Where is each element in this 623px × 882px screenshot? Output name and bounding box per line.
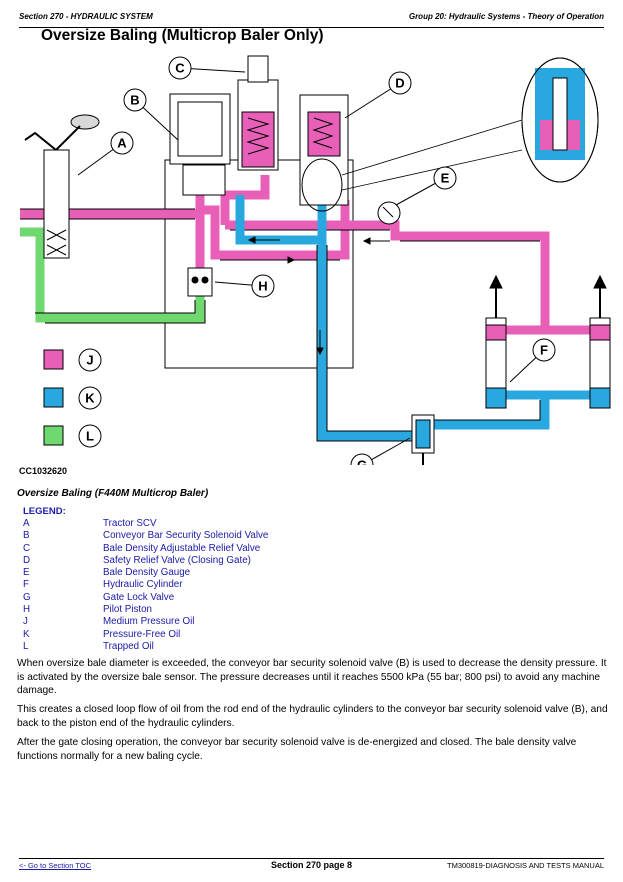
page-footer: <- Go to Section TOC Section 270 page 8 … [19, 858, 604, 870]
callouts: A B C D E F G H [77, 56, 556, 466]
key-circle [78, 424, 102, 448]
legend-label: Gate Lock Valve [103, 591, 175, 603]
legend-item: L Trapped Oil [23, 641, 343, 653]
legend-title: LEGEND: [23, 506, 66, 517]
callout-label-f: F [540, 343, 548, 358]
legend-item: C Bale Density Adjustable Relief Valve [23, 543, 343, 555]
legend-list: A Tractor SCV B Conveyor Bar Security Solen… [23, 518, 343, 653]
legend-item: F Hydraulic Cylinder [23, 579, 343, 591]
callout-label-b: B [130, 93, 139, 108]
page-title: Oversize Baling (Multicrop Baler Only) [41, 27, 324, 44]
callout-label-g: G [357, 458, 367, 466]
safety-relief-valve-d [299, 94, 349, 212]
medium-pressure-lines [20, 175, 600, 335]
pilot-piston-h [187, 267, 213, 297]
color-key: J K L [43, 348, 102, 448]
legend-item: G Gate Lock Valve [23, 592, 343, 604]
trapped-oil-lines [20, 227, 205, 323]
hydraulic-diagram: A B C D E F G H J K L [20, 55, 611, 466]
legend-label: Bale Density Adjustable Relief Valve [103, 542, 261, 554]
figure-id: CC1032620 [19, 466, 68, 476]
key-label-l: L [86, 429, 94, 444]
legend-key: E [23, 567, 30, 579]
legend-label: Pilot Piston [103, 604, 153, 616]
legend-label: Bale Density Gauge [103, 567, 191, 579]
legend-key: H [23, 604, 31, 616]
legend-item: E Bale Density Gauge [23, 567, 343, 579]
section-label: Section 270 - HYDRAULIC SYSTEM [19, 12, 153, 21]
gauge-e [377, 201, 401, 225]
legend-item: J Medium Pressure Oil [23, 616, 343, 628]
paragraph-2: This creates a closed loop flow of oil f… [17, 704, 608, 729]
legend-item: D Safety Relief Valve (Closing Gate) [23, 555, 343, 567]
legend-key: L [23, 640, 29, 652]
legend-key: K [23, 628, 30, 640]
paragraph-1: When oversize bale diameter is exceeded,… [17, 658, 607, 696]
legend-label: Pressure-Free Oil [103, 628, 181, 640]
callout-label-h: H [258, 279, 267, 294]
callout-circle [388, 71, 412, 95]
flow-arrows [247, 236, 390, 356]
group-label: Group 20: Hydraulic Systems - Theory of … [408, 12, 604, 21]
page-header: Section 270 - HYDRAULIC SYSTEM Group 20:… [19, 9, 604, 28]
legend-item: B Conveyor Bar Security Solenoid Valve [23, 530, 343, 542]
callout-circle [433, 166, 457, 190]
legend-key: B [23, 530, 30, 542]
legend-label: Tractor SCV [103, 518, 157, 529]
legend-key: A [23, 518, 30, 529]
detail-inset [521, 57, 599, 183]
section-toc-link[interactable]: <- Go to Section TOC [19, 861, 92, 870]
tractor-scv-a [24, 114, 100, 259]
color-swatch [43, 425, 64, 446]
callout-circle [110, 131, 134, 155]
callout-label-a: A [117, 136, 127, 151]
legend-item: K Pressure-Free Oil [23, 629, 343, 641]
legend-key: D [23, 554, 31, 566]
callout-circle [350, 453, 374, 465]
legend-key: J [23, 616, 28, 628]
key-label-j: J [86, 353, 93, 368]
callout-circle [532, 338, 556, 362]
key-circle [78, 348, 102, 372]
legend-label: Safety Relief Valve (Closing Gate) [103, 554, 251, 566]
hydraulic-cylinders-f [485, 274, 611, 409]
legend-key: F [23, 579, 29, 591]
manual-id: TM300819-DIAGNOSIS AND TESTS MANUAL [447, 861, 604, 870]
solenoid-valve-b [169, 93, 231, 196]
callout-label-e: E [441, 171, 450, 186]
legend-item: A Tractor SCV [23, 518, 343, 530]
callout-label-d: D [395, 76, 404, 91]
gate-lock-valve-g [411, 414, 435, 465]
callout-circle [123, 88, 147, 112]
paragraph-3: After the gate closing operation, the co… [17, 737, 577, 762]
legend-label: Medium Pressure Oil [103, 616, 195, 628]
legend-label: Conveyor Bar Security Solenoid Valve [103, 530, 269, 542]
legend-label: Trapped Oil [103, 640, 154, 652]
figure-caption: Oversize Baling (F440M Multicrop Baler) [17, 488, 209, 499]
key-label-k: K [85, 391, 95, 406]
key-circle [78, 386, 102, 410]
legend-label: Hydraulic Cylinder [103, 579, 183, 591]
callout-label-c: C [175, 61, 185, 76]
callout-circle [251, 274, 275, 298]
page-number: Section 270 page 8 [270, 860, 353, 870]
callout-circle [168, 56, 192, 80]
color-swatch [43, 387, 64, 408]
legend-key: G [23, 591, 31, 603]
legend-key: C [23, 542, 31, 554]
legend-item: H Pilot Piston [23, 604, 343, 616]
color-swatch [43, 349, 64, 370]
relief-valve-c [237, 55, 279, 171]
